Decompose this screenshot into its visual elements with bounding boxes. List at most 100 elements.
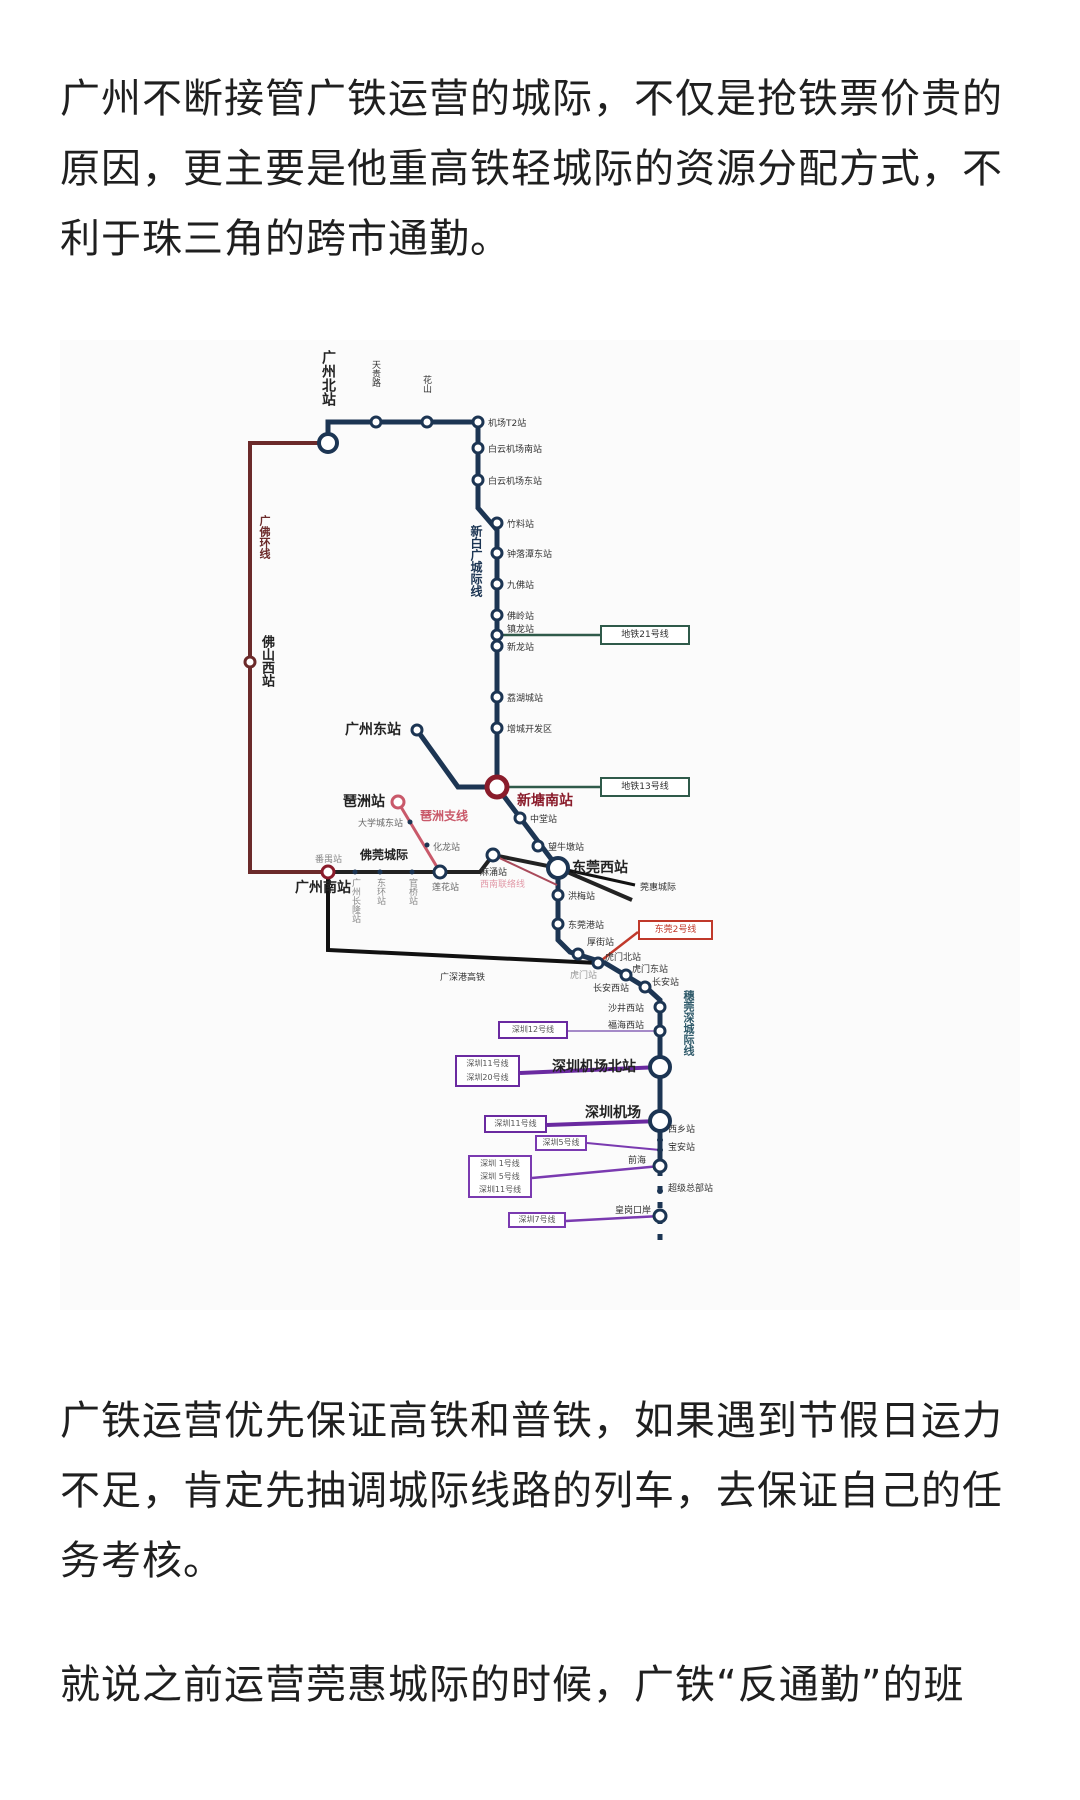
station-lihu[interactable] (490, 690, 504, 704)
rail-map: 机场T2站 白云机场南站 白云机场东站 竹料站 钟落潭东站 九佛站 佛岭站 新龙… (243, 350, 713, 1240)
label-gz-south: 广州南站 (295, 879, 351, 896)
label-qianhai: 前海 (628, 1154, 646, 1166)
station-hongmei[interactable] (551, 888, 565, 902)
station-fuhai-w[interactable] (653, 1024, 667, 1038)
station-dongguan-w[interactable] (546, 856, 570, 880)
pazhou-branch-line (396, 801, 442, 873)
label-hualong: 化龙站 (433, 841, 460, 853)
label-gz-east: 广州东站 (345, 721, 401, 738)
label-foling: 佛岭站 (507, 610, 534, 622)
label-shajing-w: 沙井西站 (608, 1002, 644, 1014)
sz11-link (546, 1119, 661, 1127)
label-houjie: 厚街站 (587, 936, 614, 948)
label-pazhou: 琶洲站 (343, 793, 385, 810)
station-jiufo[interactable] (490, 577, 504, 591)
station-guanqiao[interactable] (409, 869, 415, 875)
station-donghuan[interactable] (377, 869, 383, 875)
sz7-link (565, 1214, 661, 1223)
label-panyu: 番禺站 (315, 853, 342, 865)
label-gsg: 广深港高铁 (440, 971, 485, 983)
label-byairport-e: 白云机场东站 (488, 475, 542, 487)
label-guangfo-ring: 广佛环线 (258, 515, 271, 559)
label-xixiang: 西乡站 (668, 1123, 695, 1135)
label-sui-guan-shen: 穗莞深城际线 (682, 990, 695, 1056)
station-zhenlong[interactable] (490, 628, 504, 642)
label-xinan-link: 西南联络线 (480, 878, 525, 890)
transfer-sz1: 深圳 1号线 (480, 1159, 520, 1168)
station-gz-east[interactable] (410, 723, 424, 737)
label-dongguan-w: 东莞西站 (572, 859, 628, 876)
label-zhuliao: 竹料站 (507, 518, 534, 530)
station-humen[interactable] (591, 956, 605, 970)
label-huanggang: 皇岗口岸 (615, 1204, 651, 1216)
station-airport-t2[interactable] (471, 415, 485, 429)
label-xinbai: 新白广城际线 (469, 525, 483, 597)
station-xinlong[interactable] (490, 639, 504, 653)
paragraph-1: 广州不断接管广铁运营的城际，不仅是抢铁票价贵的原因，更主要是他重高铁轻城际的资源… (60, 76, 1003, 262)
station-zhuliao[interactable] (490, 516, 504, 530)
label-humen-n: 虎门北站 (605, 951, 641, 963)
station-huanggang[interactable] (652, 1208, 668, 1224)
label-zhongluotan: 钟落潭东站 (507, 548, 552, 560)
sz5-link (586, 1142, 661, 1151)
station-xintang-s[interactable] (484, 774, 510, 800)
station-zengcheng[interactable] (490, 721, 504, 735)
station-xixiang[interactable] (657, 1137, 663, 1143)
station-changan[interactable] (638, 980, 652, 994)
label-changlong: 广州长隆站 (350, 878, 360, 923)
station-zhongluotan[interactable] (490, 546, 504, 560)
transfer-metro21: 地铁21号线 (600, 625, 690, 645)
station-dongguan-port[interactable] (551, 917, 565, 931)
station-foshan-w[interactable] (243, 655, 257, 669)
label-fuhai-w: 福海西站 (608, 1019, 644, 1031)
label-baoan: 宝安站 (668, 1141, 695, 1153)
station-gz-north[interactable] (317, 432, 339, 454)
station-byairport-e[interactable] (471, 473, 485, 487)
station-tianguilu[interactable] (369, 415, 383, 429)
station-hualong[interactable] (424, 842, 430, 848)
label-machong: 麻涌站 (480, 866, 507, 878)
station-sz-airport[interactable] (648, 1109, 672, 1133)
label-jiufo: 九佛站 (507, 579, 534, 591)
guanhui-line (557, 866, 636, 887)
transfer-sz7: 深圳7号线 (508, 1212, 566, 1228)
station-foling[interactable] (490, 608, 504, 622)
label-gz-north: 广州北站 (320, 350, 336, 406)
label-donghuan: 东环站 (375, 878, 385, 905)
label-sz-airport-n: 深圳机场北站 (552, 1058, 636, 1075)
station-baoan[interactable] (657, 1147, 663, 1153)
station-zhongtang[interactable] (513, 811, 527, 825)
transfer-dg2: 东莞2号线 (638, 920, 713, 940)
station-machong[interactable] (485, 847, 501, 863)
station-houjie[interactable] (571, 947, 585, 961)
transfer-metro13: 地铁13号线 (600, 777, 690, 797)
transfer-sz11: 深圳11号线 (484, 1115, 547, 1133)
station-univ-e[interactable] (407, 819, 413, 825)
label-tianguilu: 天贵路 (370, 360, 380, 387)
station-shajing-w[interactable] (653, 1000, 667, 1014)
label-guanqiao: 官桥站 (407, 878, 417, 905)
label-univ-e: 大学城东站 (358, 817, 403, 829)
paragraph-2: 广铁运营优先保证高铁和普铁，如果遇到节假日运力不足，肯定先抽调城际线路的列车，去… (60, 1398, 1003, 1584)
station-byairport-s[interactable] (471, 441, 485, 455)
station-sz-airport-n[interactable] (648, 1055, 672, 1079)
label-xinlong: 新龙站 (507, 641, 534, 653)
station-lianhua[interactable] (432, 864, 448, 880)
label-foshan-w: 佛山西站 (259, 635, 274, 687)
station-humen-e[interactable] (619, 968, 633, 982)
label-lihu: 荔湖城站 (507, 692, 543, 704)
transfer-sz5: 深圳5号线 (535, 1135, 587, 1151)
station-hq[interactable] (657, 1188, 663, 1194)
transfer-sz11b: 深圳11号线 (478, 1185, 522, 1194)
transfer-sz5b: 深圳 5号线 (480, 1172, 520, 1181)
station-changlong[interactable] (352, 869, 358, 875)
station-qianhai[interactable] (652, 1158, 668, 1174)
gz-east-branch-line (414, 728, 497, 790)
station-gz-south[interactable] (320, 864, 336, 880)
station-wangniudun[interactable] (531, 839, 545, 853)
station-huashan[interactable] (420, 415, 434, 429)
label-huashan: 花山 (421, 375, 431, 393)
label-changan-w: 长安西站 (593, 982, 629, 994)
station-pazhou[interactable] (390, 794, 406, 810)
label-zhenlong: 镇龙站 (507, 623, 534, 635)
